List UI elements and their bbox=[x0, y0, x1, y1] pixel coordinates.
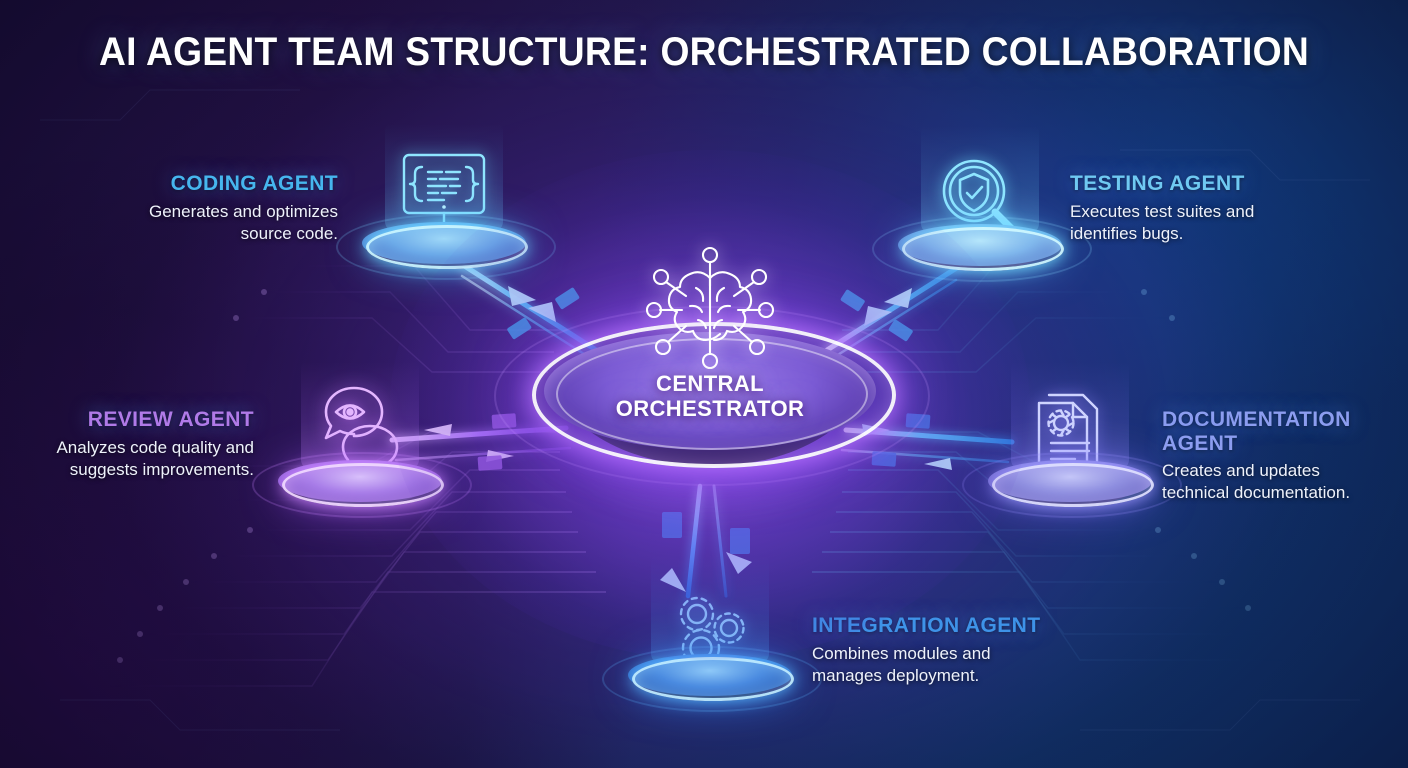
agent-node-testing[interactable] bbox=[872, 120, 1092, 282]
agent-heading-testing: TESTING AGENT bbox=[1070, 172, 1245, 195]
agent-podium bbox=[252, 452, 472, 518]
agent-text-review: REVIEW AGENT Analyzes code quality and s… bbox=[28, 408, 254, 481]
agent-heading-coding: CODING AGENT bbox=[170, 172, 338, 195]
agent-text-testing: TESTING AGENT Executes test suites and i… bbox=[1070, 172, 1320, 245]
agent-heading-review: REVIEW AGENT bbox=[87, 408, 254, 431]
agent-description-review: Analyzes code quality and suggests impro… bbox=[56, 437, 254, 479]
document-gear-icon bbox=[1015, 382, 1125, 486]
agent-text-documentation: DOCUMENTATION AGENT Creates and updates … bbox=[1162, 408, 1370, 504]
agent-podium bbox=[872, 216, 1092, 282]
agent-description-coding: Generates and optimizes source code. bbox=[149, 201, 338, 243]
agent-heading-documentation: DOCUMENTATION AGENT bbox=[1162, 408, 1351, 455]
hub-label-line1: CENTRAL bbox=[656, 371, 764, 396]
agent-podium bbox=[602, 646, 822, 712]
agent-heading-integration: INTEGRATION AGENT bbox=[812, 614, 1041, 637]
hub-outer-halo bbox=[494, 306, 930, 486]
brain-network-icon bbox=[620, 228, 800, 378]
page-title: AI AGENT TEAM STRUCTURE: ORCHESTRATED CO… bbox=[98, 30, 1310, 74]
agent-description-integration: Combines modules and manages deployment. bbox=[812, 643, 991, 685]
central-orchestrator-node[interactable]: CENTRAL ORCHESTRATOR bbox=[390, 150, 1030, 660]
agent-podium bbox=[962, 452, 1182, 518]
agent-podium bbox=[336, 214, 556, 280]
agent-description-documentation: Creates and updates technical documentat… bbox=[1162, 461, 1351, 503]
hub-glow-ring bbox=[532, 322, 896, 468]
hub-label: CENTRAL ORCHESTRATOR bbox=[540, 371, 880, 421]
agent-description-testing: Executes test suites and identifies bugs… bbox=[1070, 201, 1255, 243]
agent-node-coding[interactable] bbox=[336, 118, 556, 280]
agent-node-documentation[interactable] bbox=[962, 358, 1182, 518]
agent-node-integration[interactable] bbox=[602, 556, 822, 712]
agent-text-coding: CODING AGENT Generates and optimizes sou… bbox=[100, 172, 338, 245]
agent-node-review[interactable] bbox=[252, 358, 472, 518]
agent-text-integration: INTEGRATION AGENT Combines modules and m… bbox=[812, 614, 1062, 687]
hub-label-line2: ORCHESTRATOR bbox=[615, 395, 805, 421]
